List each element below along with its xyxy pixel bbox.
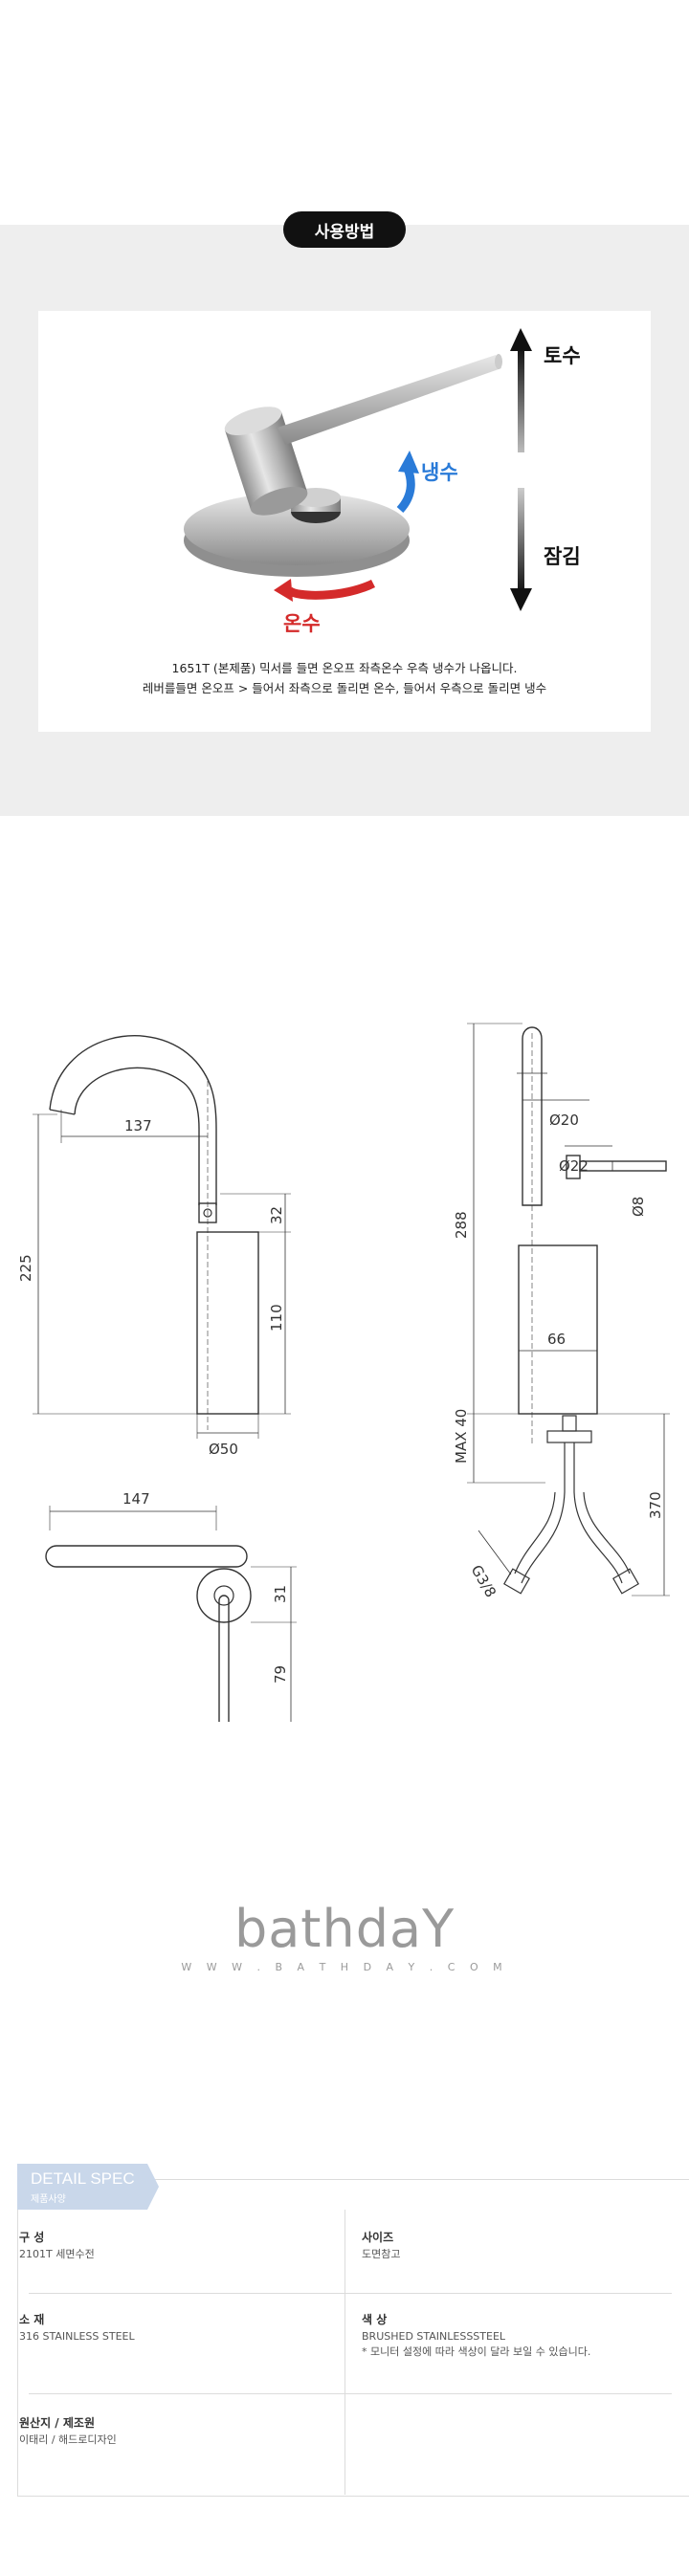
spec-value-size: 도면참고 — [362, 2248, 401, 2260]
dim-8: Ø8 — [630, 1197, 647, 1217]
spec-tab-subtitle: 제품사양 — [31, 2194, 66, 2205]
label-flow: 토수 — [544, 344, 581, 367]
spec-label-composition: 구 성 — [19, 2231, 45, 2244]
label-close: 잠김 — [544, 545, 581, 568]
dim-370: 370 — [647, 1491, 664, 1519]
drawing-top-view — [45, 1506, 297, 1722]
drawing-side-view — [33, 1035, 291, 1439]
dim-max40: MAX 40 — [453, 1409, 470, 1464]
spec-value-origin: 이태리 / 해드로디자인 — [19, 2433, 117, 2446]
technical-drawing: 137 225 32 110 Ø50 288 Ø20 Ø22 Ø8 66 MAX… — [17, 1023, 670, 1722]
spec-value-material: 316 STAINLESS STEEL — [19, 2330, 135, 2343]
usage-description-1: 1651T (본제품) 믹서를 들면 온오프 좌측온수 우측 냉수가 나옵니다. — [171, 661, 518, 675]
dim-66: 66 — [547, 1331, 566, 1348]
spec-value-color: BRUSHED STAINLESSSTEEL — [362, 2330, 506, 2343]
dim-288: 288 — [453, 1211, 470, 1239]
spec-value-composition: 2101T 세면수전 — [19, 2248, 95, 2260]
dim-137: 137 — [124, 1117, 152, 1134]
spec-label-size: 사이즈 — [362, 2231, 394, 2244]
dim-20: Ø20 — [549, 1112, 579, 1129]
usage-description-2: 레버를들면 온오프 > 들어서 좌측으로 돌리면 온수, 들어서 우측으로 돌리… — [142, 681, 547, 695]
usage-title: 사용방법 — [283, 211, 406, 248]
spec-divider-h2 — [29, 2393, 672, 2394]
spec-label-material: 소 재 — [19, 2313, 45, 2326]
spec-tab-title: DETAIL SPEC — [31, 2169, 135, 2188]
drawing-front-view — [467, 1023, 670, 1596]
faucet-illustration — [184, 328, 532, 611]
spec-tab — [17, 2164, 147, 2210]
spec-table — [17, 2179, 689, 2497]
dim-79: 79 — [272, 1665, 289, 1684]
dim-110: 110 — [268, 1304, 285, 1332]
dim-31: 31 — [272, 1585, 289, 1603]
label-hot: 온수 — [283, 612, 321, 635]
spec-tab-notch — [147, 2164, 159, 2210]
spec-divider-v — [344, 2210, 345, 2495]
dim-g38: G3/8 — [468, 1562, 500, 1600]
dim-147: 147 — [122, 1490, 150, 1508]
spec-value-color-note: * 모니터 설정에 따라 색상이 달라 보일 수 있습니다. — [362, 2345, 591, 2358]
spec-label-origin: 원산지 / 제조원 — [19, 2416, 95, 2430]
brand-url: W W W . B A T H D A Y . C O M — [181, 1961, 508, 1973]
dim-22: Ø22 — [559, 1157, 589, 1175]
dim-225: 225 — [17, 1254, 34, 1282]
spec-divider-h1 — [29, 2293, 672, 2294]
dim-50: Ø50 — [209, 1441, 238, 1458]
dim-32: 32 — [268, 1206, 285, 1224]
label-cold: 냉수 — [421, 461, 458, 484]
spec-label-color: 색 상 — [362, 2313, 388, 2326]
brand-logo: bathdaY — [233, 1899, 456, 1959]
